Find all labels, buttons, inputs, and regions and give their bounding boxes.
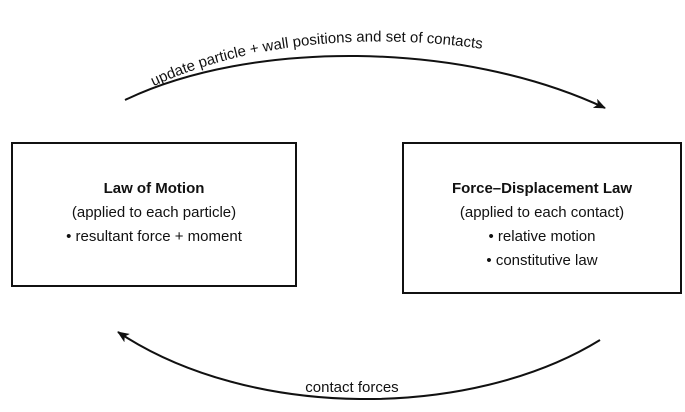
force-displacement-law-bullet-2: • constitutive law [486, 252, 597, 269]
bottom-arrow-label: contact forces [305, 379, 398, 396]
top-arrow-label-path: update particle + wall positions and set… [148, 28, 484, 89]
force-displacement-law-box [402, 142, 682, 294]
law-of-motion-bullet-1: • resultant force + moment [66, 228, 243, 245]
force-displacement-law-subtitle: (applied to each contact) [460, 204, 624, 221]
force-displacement-law-title: Force–Displacement Law [452, 180, 632, 197]
top-arrow [124, 54, 606, 109]
force-displacement-law-bullet-1: • relative motion [489, 228, 596, 245]
bottom-arrow [117, 331, 601, 400]
law-of-motion-subtitle: (applied to each particle) [72, 204, 236, 221]
top-arrow-label: update particle + wall positions and set… [148, 28, 484, 89]
law-of-motion-title: Law of Motion [104, 180, 205, 197]
law-of-motion-box [11, 142, 297, 287]
